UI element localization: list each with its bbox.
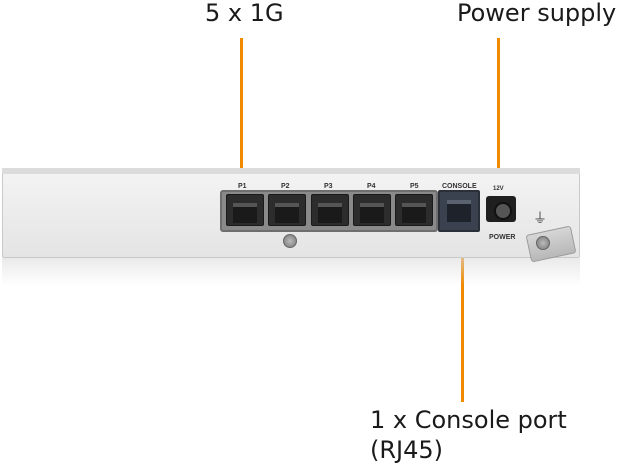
console-leader-line	[461, 240, 464, 402]
ground-screw	[536, 236, 550, 250]
ethernet-port-p4	[353, 194, 391, 226]
console-port	[438, 190, 480, 232]
port-label-p1: P1	[238, 183, 247, 190]
power-leader-line	[497, 38, 500, 176]
port-label-p3: P3	[324, 183, 333, 190]
power-label: POWER	[489, 234, 516, 241]
ethernet-port-p5	[395, 194, 433, 226]
port-label-p5: P5	[410, 183, 419, 190]
dc-power-jack	[486, 196, 516, 222]
port-label-p4: P4	[367, 183, 376, 190]
ports-callout: 5 x 1G	[205, 0, 284, 27]
switch-chassis-top	[2, 168, 580, 174]
ethernet-port-p2	[268, 194, 306, 226]
power-callout: Power supply	[457, 0, 617, 27]
ethernet-port-p3	[311, 194, 349, 226]
ethernet-port-p1	[226, 194, 264, 226]
ground-icon: ⏚	[533, 211, 547, 227]
chassis-reflection	[2, 258, 580, 286]
console-label: CONSOLE	[442, 183, 477, 190]
ports-leader-line	[240, 38, 243, 170]
console-callout-line2: (RJ45)	[370, 436, 444, 464]
console-callout-line1: 1 x Console port	[370, 406, 567, 434]
chassis-screw	[283, 234, 297, 248]
voltage-label: 12V	[493, 186, 504, 192]
port-label-p2: P2	[281, 183, 290, 190]
